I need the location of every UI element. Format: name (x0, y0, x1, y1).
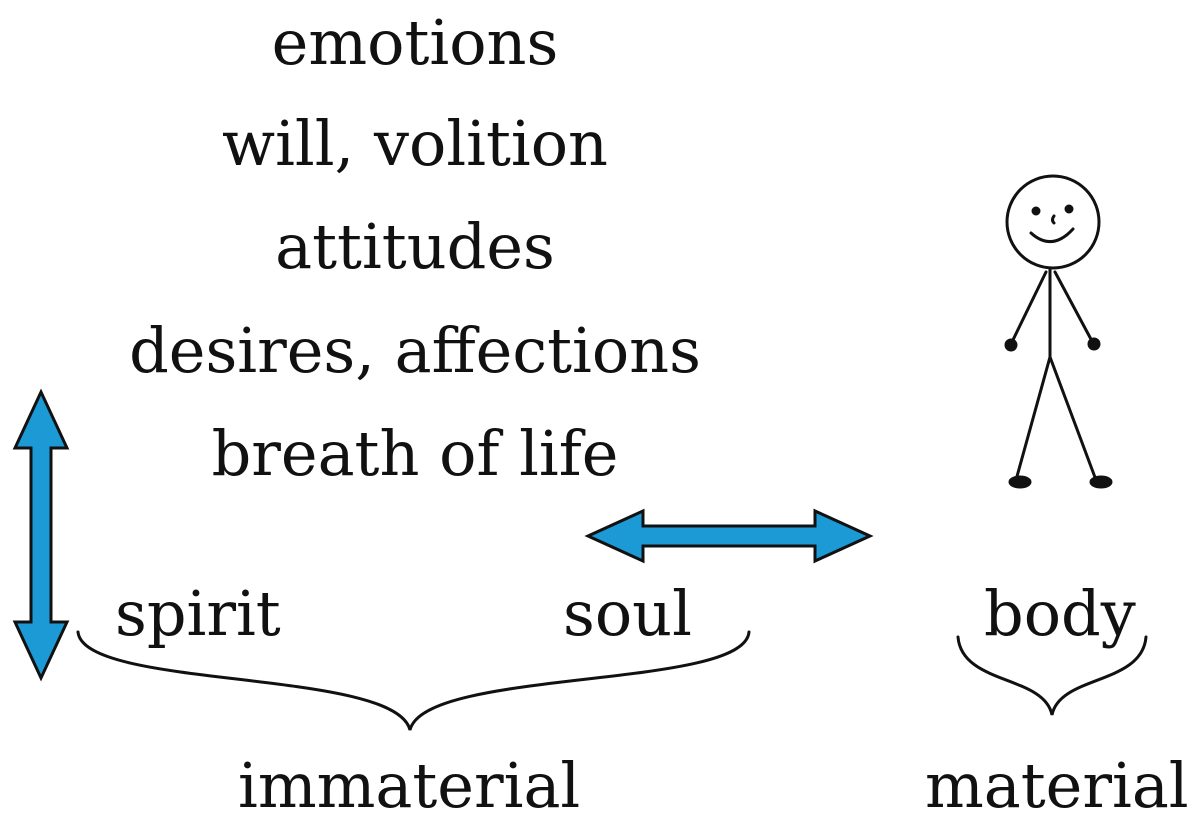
stick-figure-icon (1004, 174, 1113, 489)
attribute-attitudes: attitudes (275, 210, 555, 283)
double-arrow-horizontal-icon (584, 508, 874, 564)
double-arrow-vertical-icon (12, 388, 70, 682)
label-body: body (984, 577, 1136, 650)
attribute-desires-affections: desires, affections (129, 314, 701, 387)
attribute-emotions: emotions (271, 6, 559, 79)
attribute-will-volition: will, volition (222, 107, 608, 180)
label-material: material (925, 749, 1189, 822)
immaterial-brace (76, 630, 751, 731)
attribute-breath-of-life: breath of life (211, 417, 619, 490)
label-immaterial: immaterial (238, 749, 581, 822)
label-soul: soul (563, 577, 692, 650)
label-spirit: spirit (115, 577, 281, 650)
material-brace (956, 635, 1148, 716)
